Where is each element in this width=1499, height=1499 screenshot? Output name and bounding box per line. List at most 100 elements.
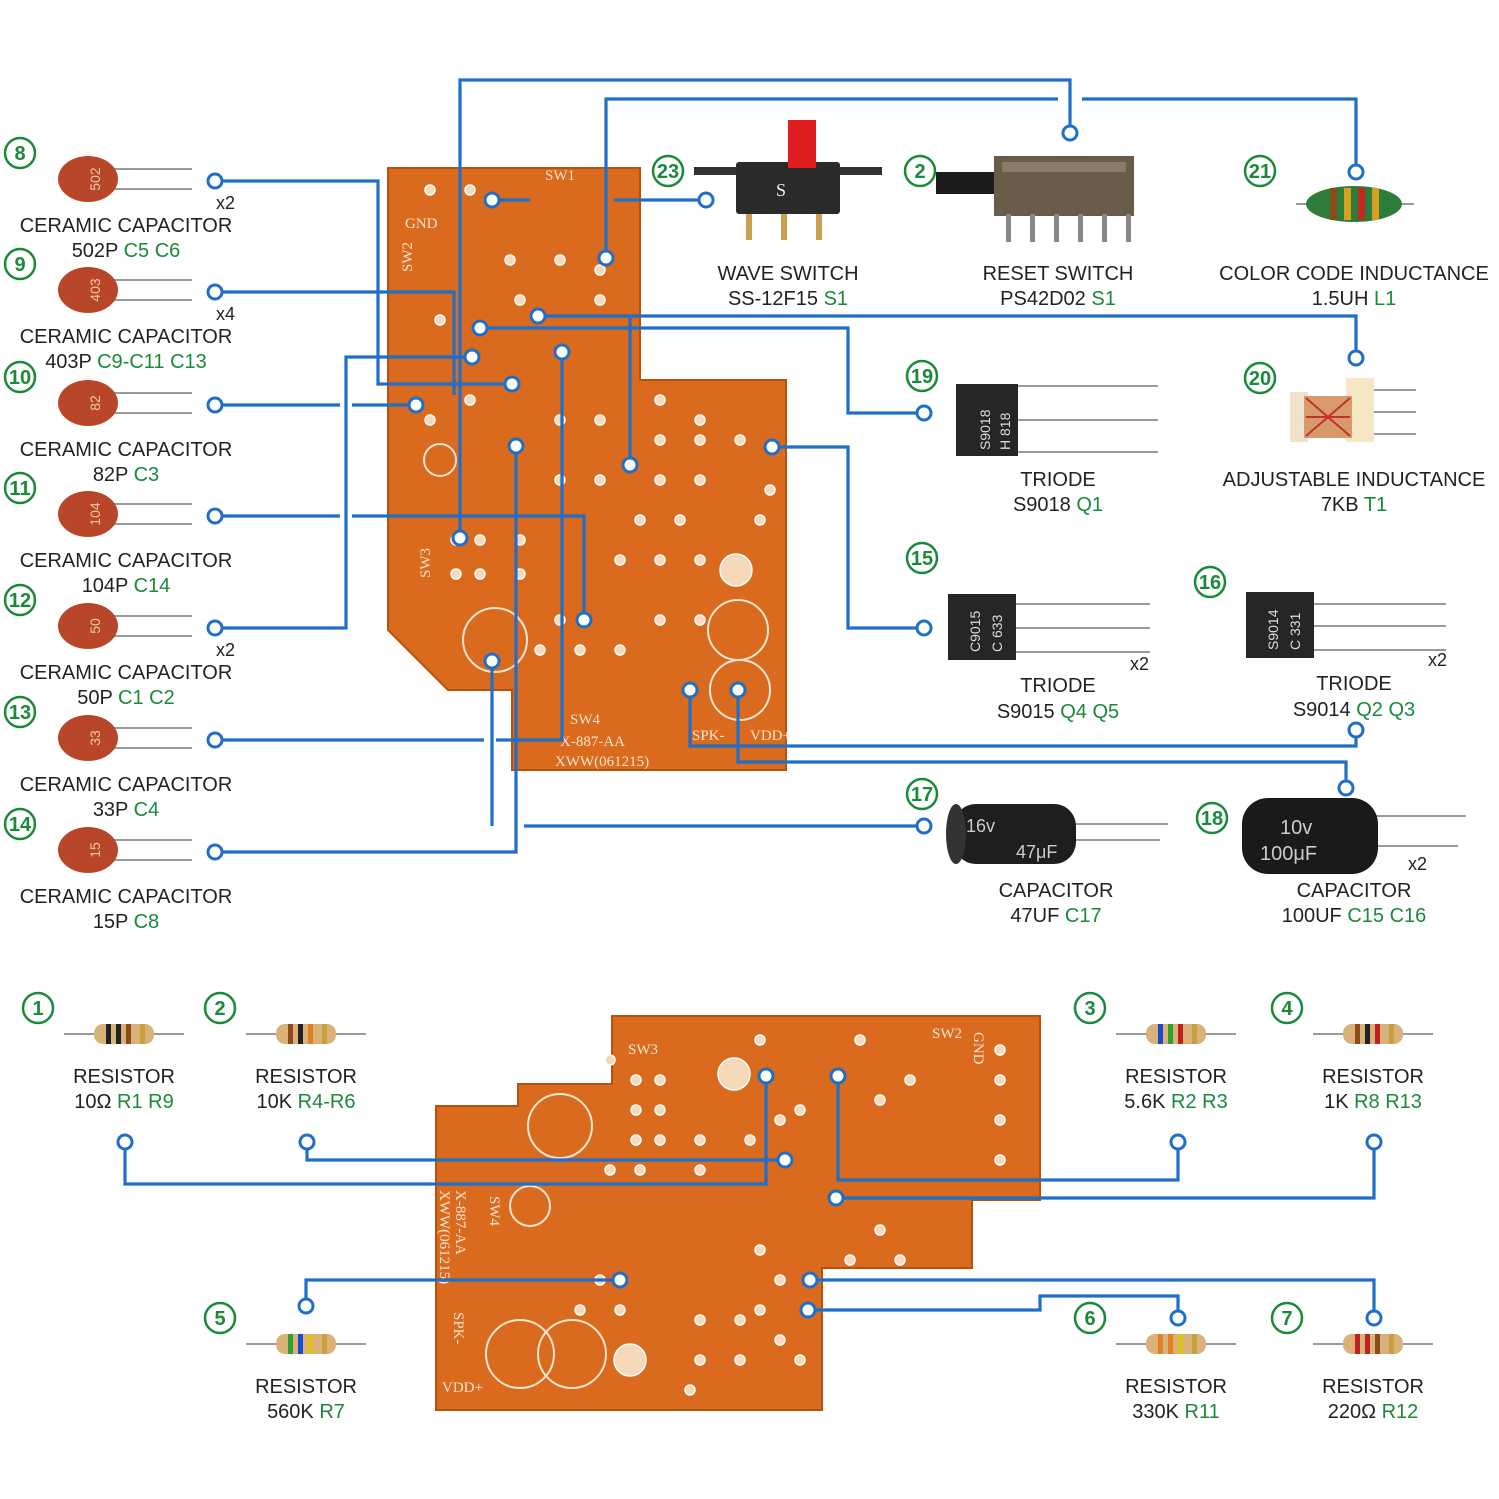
number-badge [1243, 154, 1277, 188]
item-name: CERAMIC CAPACITOR [20, 326, 233, 348]
pcb-bottom-c16-outline [485, 1319, 555, 1389]
item-name: RESISTOR [255, 1376, 357, 1398]
number-badge [3, 807, 37, 841]
pcb-bottom-sw4: SW4 [486, 1196, 502, 1227]
marking: 82 [87, 395, 103, 411]
number-badge [1270, 1301, 1304, 1335]
item-value-line: 220Ω R12 [1328, 1401, 1419, 1423]
pcb-top-code: XWW(061215) [555, 754, 649, 770]
item-name: RESISTOR [1322, 1376, 1424, 1398]
item-number: 16 [1199, 572, 1221, 594]
pcb-top-sw1: SW1 [545, 168, 575, 184]
item-value-line: SS-12F15 S1 [728, 288, 848, 310]
item-number: 4 [1281, 998, 1293, 1020]
marking: 502 [87, 167, 103, 191]
wave-switch-item: 23 S WAVE SWITCH SS-12F15 S1 [651, 120, 882, 310]
marking-1: 10v [1280, 817, 1312, 839]
wire-c1c2 [215, 355, 472, 630]
item-name: WAVE SWITCH [717, 263, 858, 285]
wire-r8r13 [836, 1142, 1376, 1200]
pcb-bottom-c17-outline [527, 1093, 593, 1159]
adjustable-inductance-item: 20 ADJUSTABLE INDUCTANCE 7KB T1 [1223, 361, 1485, 516]
pcb-bottom-mount-hole [717, 1057, 751, 1091]
item-number: 3 [1084, 998, 1095, 1020]
wire-s1-reset [458, 78, 1072, 538]
number-badge [3, 136, 37, 170]
number-badge [905, 359, 939, 393]
pcb-bottom-vdd: VDD+ [442, 1380, 483, 1396]
pcb-bottom-hole-2 [509, 1185, 551, 1227]
item-name: RESISTOR [73, 1066, 175, 1088]
quantity: x2 [1130, 654, 1149, 674]
pcb-bottom-spk: SPK- [450, 1312, 466, 1345]
svg-text:S: S [776, 180, 786, 200]
item-name: CERAMIC CAPACITOR [20, 439, 233, 461]
item-name: RESET SWITCH [983, 263, 1134, 285]
transistor-icon: S9014 C 331 [1246, 592, 1446, 658]
item-name: RESISTOR [1322, 1066, 1424, 1088]
ceramic-capacitor-icon: 502 [58, 156, 192, 202]
wire-q4q5 [772, 445, 924, 630]
pcb-top: SW1 GND SW2 SW3 SW4 X-887-AA XWW(061215)… [387, 167, 791, 771]
capacitor-100uf-item: 18 10v 100μF x2 CAPACITOR 100UF C15 C16 [1195, 798, 1466, 927]
pcb-top-mount-hole [719, 553, 753, 587]
item-value-line: 330K R11 [1132, 1401, 1220, 1423]
marking: 104 [87, 502, 103, 526]
triode-s9018-item: 19 S9018 H 818 TRIODE S9018 Q1 [905, 359, 1158, 516]
marking: 50 [87, 618, 103, 634]
marking: 33 [87, 730, 103, 746]
marking-1: 16v [966, 816, 995, 836]
item-value-line: 50P C1 C2 [77, 687, 175, 709]
resistor-icon [246, 1334, 366, 1354]
marking-1: S9014 [1265, 609, 1281, 650]
marking-2: H 818 [997, 412, 1013, 450]
number-badge [3, 247, 37, 281]
number-badge [905, 541, 939, 575]
item-number: 13 [9, 702, 31, 724]
item-name: COLOR CODE INDUCTANCE [1219, 263, 1489, 285]
item-value-line: 47UF C17 [1010, 905, 1101, 927]
wire-t1 [538, 314, 1358, 358]
item-number: 15 [911, 548, 933, 570]
number-badge [1073, 1301, 1107, 1335]
pcb-top-vdd: VDD+ [750, 728, 791, 744]
pcb-top-sw4: SW4 [570, 712, 601, 728]
marking-2: 100μF [1260, 843, 1317, 865]
ceramic-capacitor-icon: 403 [58, 267, 192, 313]
capacitor-47uf-item: 17 16v 47μF CAPACITOR 47UF C17 [905, 777, 1168, 927]
wire-c17 [490, 661, 924, 828]
pcb-top-c17-outline [462, 607, 528, 673]
number-badge [3, 471, 37, 505]
wire-r1r9 [123, 1076, 768, 1186]
item-number: 23 [657, 161, 679, 183]
ceramic-capacitor-icon: 82 [58, 380, 192, 426]
marking-2: 47μF [1016, 842, 1057, 862]
number-badge [3, 583, 37, 617]
item-name: RESISTOR [1125, 1066, 1227, 1088]
wire-r12 [810, 1278, 1376, 1318]
electrolytic-capacitor-icon: 10v 100μF [1242, 798, 1466, 874]
wire-q1 [480, 326, 924, 415]
transistor-icon: C9015 C 633 [948, 594, 1150, 660]
number-badge [203, 991, 237, 1025]
item-number: 8 [14, 143, 25, 165]
wire-r2r3 [836, 1076, 1180, 1182]
marking-1: C9015 [967, 611, 983, 652]
color-code-inductance-item: 21 COLOR CODE INDUCTANCE 1.5UH L1 [1219, 154, 1489, 310]
slide-switch-icon: S [694, 120, 882, 240]
item-value-line: 1K R8 R13 [1324, 1091, 1422, 1113]
quantity: x2 [1428, 650, 1447, 670]
item-value-line: S9014 Q2 Q3 [1293, 699, 1415, 721]
pcb-bottom-sw2: SW2 [932, 1026, 962, 1042]
pcb-bottom-code: XWW(061215) [436, 1190, 452, 1284]
reset-switch-item: 2 RESET SWITCH PS42D02 S1 [903, 154, 1134, 310]
resistor-icon [1313, 1024, 1433, 1044]
item-value-line: S9018 Q1 [1013, 494, 1103, 516]
push-switch-icon [936, 156, 1134, 242]
item-value-line: 10Ω R1 R9 [74, 1091, 173, 1113]
item-name: CERAMIC CAPACITOR [20, 215, 233, 237]
